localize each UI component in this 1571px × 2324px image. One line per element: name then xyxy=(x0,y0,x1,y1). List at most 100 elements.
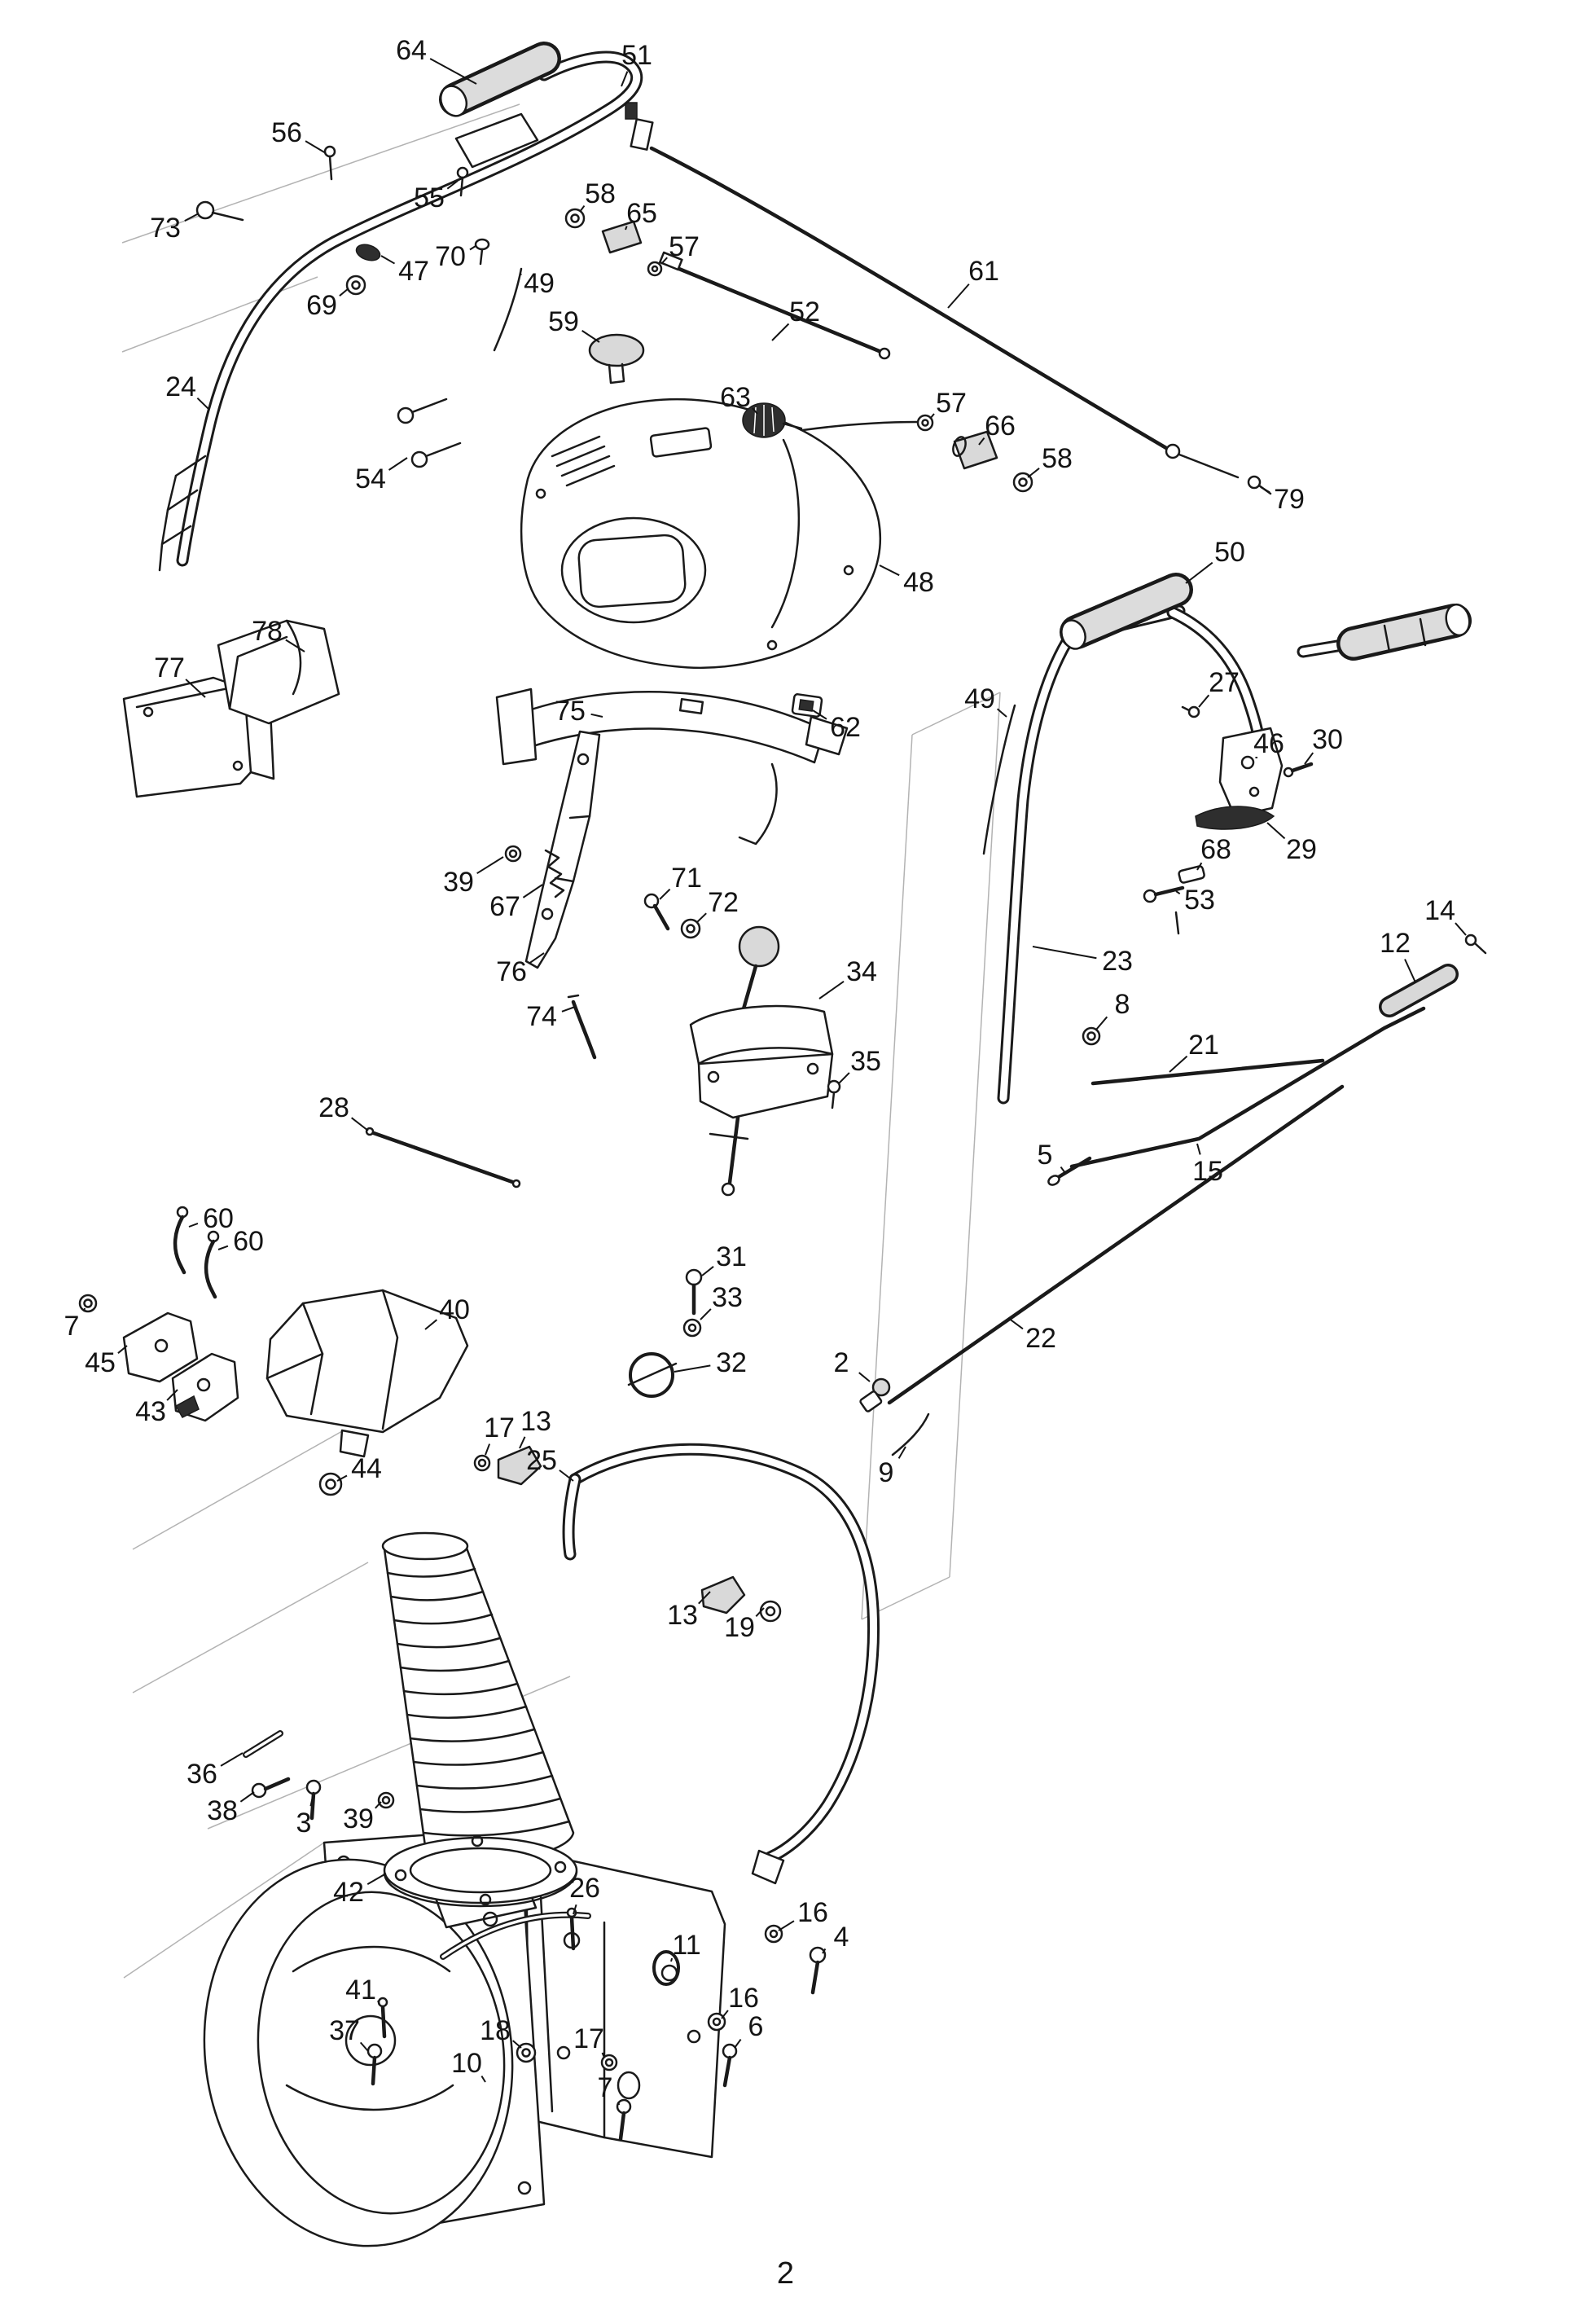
leader-line xyxy=(947,283,970,309)
leader-line xyxy=(380,255,396,265)
leader-line xyxy=(1060,1166,1066,1174)
leader-line xyxy=(184,213,200,222)
bushing-58a xyxy=(564,208,586,229)
leader-line xyxy=(812,710,827,720)
leader-line xyxy=(929,413,935,420)
screw-70 xyxy=(474,238,490,266)
leader-line xyxy=(573,1904,577,1915)
leader-line xyxy=(660,257,668,265)
leader-line xyxy=(897,1446,906,1459)
washer-16b xyxy=(707,2012,726,2032)
leader-line xyxy=(734,2038,742,2049)
leader-line xyxy=(239,1791,255,1803)
rod-28 xyxy=(365,1127,521,1188)
bolt-4 xyxy=(809,1946,827,1995)
leader-line xyxy=(166,1389,178,1401)
shield-panel-77 xyxy=(122,676,275,798)
leader-line xyxy=(366,1873,387,1886)
leader-line xyxy=(752,407,758,415)
washer-44 xyxy=(318,1472,343,1496)
leader-line xyxy=(1266,822,1286,840)
leader-line xyxy=(700,1308,712,1320)
bracket-43 xyxy=(171,1352,239,1422)
bushing-58b xyxy=(1012,472,1033,493)
cable-49b xyxy=(982,704,1016,855)
leader-line xyxy=(83,1307,86,1312)
bottom-fasteners xyxy=(243,1730,827,2142)
leader-line xyxy=(581,330,600,343)
leader-line xyxy=(1007,1317,1024,1330)
leader-line xyxy=(778,1920,795,1931)
clip-13a xyxy=(497,1445,542,1486)
housing-drum xyxy=(203,1858,514,2247)
rod-52 xyxy=(659,251,891,360)
screw-35 xyxy=(827,1079,841,1109)
leader-line xyxy=(721,2010,729,2019)
bolt-31 xyxy=(685,1268,703,1316)
nut-8 xyxy=(1082,1026,1101,1046)
lever-29 xyxy=(1195,806,1275,830)
washer-19 xyxy=(759,1600,782,1623)
leader-line xyxy=(601,2052,605,2058)
leader-line xyxy=(375,1801,382,1809)
chute-base-ring-42 xyxy=(383,1834,578,1908)
leader-line xyxy=(674,1364,711,1373)
sleeve-65 xyxy=(601,220,643,254)
washer-72 xyxy=(680,918,701,939)
leader-line xyxy=(559,1470,574,1482)
sleeve-66 xyxy=(952,430,998,470)
leader-line xyxy=(670,1957,674,1962)
leader-line xyxy=(1196,862,1203,871)
leader-line xyxy=(1175,890,1181,895)
washer-33 xyxy=(682,1318,702,1338)
leader-line xyxy=(520,273,522,275)
leader-line xyxy=(429,58,477,85)
leader-line xyxy=(818,980,845,999)
leader-line xyxy=(351,1117,369,1131)
screw-55 xyxy=(456,166,469,197)
leader-line xyxy=(771,323,790,341)
leader-line xyxy=(696,912,707,923)
leader-line xyxy=(285,639,305,652)
upper-handle-assembly xyxy=(158,42,663,572)
pin-56 xyxy=(323,145,336,181)
wire-ring-32 xyxy=(627,1352,678,1398)
leader-line xyxy=(519,1436,526,1449)
shift-knob xyxy=(738,925,780,968)
sleeve-12 xyxy=(1379,964,1459,1017)
bolt-71 xyxy=(643,893,670,931)
bolt-73 xyxy=(195,200,244,222)
rod-15 xyxy=(1069,1006,1426,1169)
rod-74 xyxy=(567,994,597,1060)
leader-line xyxy=(196,397,209,410)
leader-line xyxy=(529,952,545,964)
leader-line xyxy=(1198,694,1210,708)
leader-line xyxy=(359,2041,369,2052)
leader-line xyxy=(1169,1055,1188,1073)
grip-end-cap xyxy=(439,85,468,117)
fuel-cap-59 xyxy=(588,333,645,384)
leader-line xyxy=(978,437,985,446)
nut-17b xyxy=(600,2054,618,2071)
cable-9 xyxy=(891,1412,930,1456)
leader-line xyxy=(822,1948,827,1954)
leader-line xyxy=(1455,922,1467,936)
nut-17a xyxy=(473,1454,491,1472)
control-bracket-46 xyxy=(1218,727,1284,818)
shift-support-bracket-76 xyxy=(504,730,701,1060)
control-cables xyxy=(365,102,1272,1188)
speed-control-rods xyxy=(859,934,1487,1456)
bolts-54 xyxy=(397,398,462,468)
leader-line xyxy=(1032,946,1097,960)
joint-2 xyxy=(859,1377,891,1412)
lower-frame-25 xyxy=(562,1443,880,1885)
nut-39a xyxy=(504,845,522,863)
leader-line xyxy=(1260,486,1270,494)
bolt-6 xyxy=(722,2043,738,2088)
leader-line xyxy=(481,2076,486,2083)
leader-line xyxy=(755,1607,765,1617)
leader-line xyxy=(698,1591,711,1605)
